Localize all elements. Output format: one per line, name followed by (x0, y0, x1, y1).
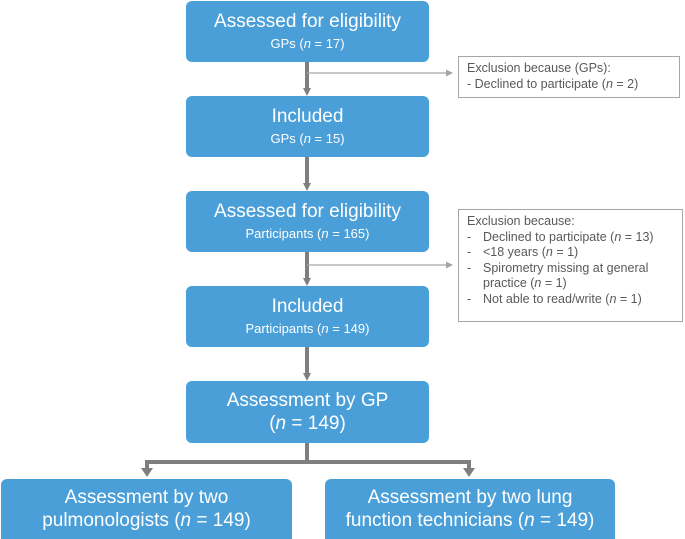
box-title: Assessed for eligibility (214, 201, 401, 222)
exclusion-item: - Declined to participate (n = 2) (467, 76, 639, 91)
box-assessed-eligibility-gps: Assessed for eligibility GPs (n = 17) (186, 1, 429, 62)
split-connector-right (307, 460, 471, 470)
box-assessment-by-gp: Assessment by GP (n = 149) (186, 381, 429, 443)
box-title: Assessment by two lung (367, 487, 573, 508)
exclusion-item: -<18 years (n = 1) (467, 245, 579, 259)
box-count: Participants (n = 149) (245, 321, 370, 336)
arrowhead-technicians (463, 468, 475, 477)
box-assessed-eligibility-participants: Assessed for eligibility Participants (n… (186, 191, 429, 252)
exclusion-box-gps: Exclusion because (GPs): - Declined to p… (458, 56, 680, 98)
box-count: Participants (n = 165) (245, 226, 370, 241)
box-count: (n = 149) (269, 413, 346, 434)
box-title: Assessed for eligibility (214, 11, 401, 32)
box-included-gps: Included GPs (n = 15) (186, 96, 429, 157)
exclusion-title: Exclusion because (GPs): (467, 61, 611, 75)
exclusion-item: -Spirometry missing at general practice … (467, 260, 649, 291)
box-count: GPs (n = 15) (270, 131, 345, 146)
split-connector (145, 443, 309, 470)
exclusion-box-participants: Exclusion because: -Declined to particip… (458, 209, 683, 322)
box-title: Assessment by two (64, 487, 229, 508)
box-assessment-pulmonologists: Assessment by two pulmonologists (n = 14… (1, 479, 292, 539)
box-count: GPs (n = 17) (270, 36, 345, 51)
box-included-participants: Included Participants (n = 149) (186, 286, 429, 347)
box-title: Included (271, 296, 344, 317)
exclusion-title: Exclusion because: (467, 214, 575, 228)
arrowhead-pulmonologists (141, 468, 153, 477)
box-title: Included (271, 106, 344, 127)
box-count: function technicians (n = 149) (345, 510, 595, 531)
exclusion-item: -Not able to read/write (n = 1) (467, 291, 642, 306)
exclusion-item: -Declined to participate (n = 13) (467, 229, 654, 244)
box-count: pulmonologists (n = 149) (42, 510, 251, 531)
box-assessment-technicians: Assessment by two lung function technici… (325, 479, 615, 539)
box-title: Assessment by GP (226, 390, 389, 411)
